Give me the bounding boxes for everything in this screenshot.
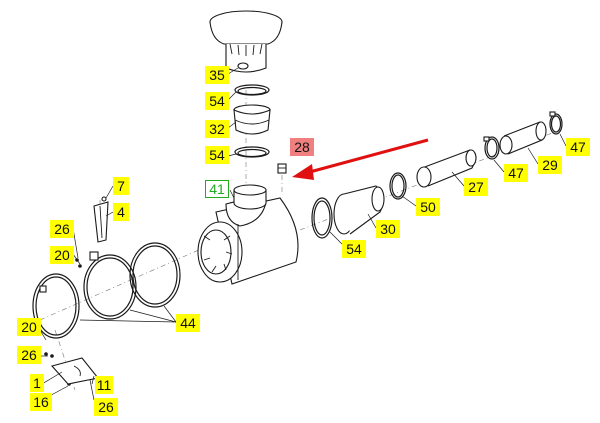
callout-7: 7 <box>113 177 129 195</box>
callout-35: 35 <box>205 66 229 84</box>
bracket-7-4-part <box>93 196 109 243</box>
callout-16: 16 <box>30 393 52 411</box>
intake-pipe-part <box>416 149 477 188</box>
callout-26-lower: 26 <box>94 398 118 416</box>
callout-29: 29 <box>538 156 562 174</box>
mounting-band-middle-part <box>83 251 137 320</box>
callout-26-upper: 26 <box>50 220 74 238</box>
hose-clamp-lower-part <box>234 146 270 158</box>
clamp-ring-50-part <box>389 172 407 200</box>
callout-54-outlet: 54 <box>342 240 366 258</box>
mounting-band-left-part <box>32 273 80 339</box>
callout-44: 44 <box>176 314 200 332</box>
callout-54-upper: 54 <box>205 92 229 110</box>
rain-cap-part <box>209 10 283 73</box>
hose-clamp-upper-part <box>234 84 270 96</box>
bracket-plate-part <box>50 357 99 385</box>
highlight-arrow <box>292 138 429 180</box>
callout-20-upper: 20 <box>50 246 74 264</box>
rubber-elbow-part <box>333 185 385 235</box>
callout-4: 4 <box>113 203 129 221</box>
hose-clamp-47-right-part <box>549 111 563 135</box>
assembly-axis-lines <box>39 90 561 391</box>
hose-29-part <box>499 121 547 155</box>
callout-30: 30 <box>376 220 400 238</box>
hose-clamp-47-middle-part <box>483 136 500 160</box>
callout-50: 50 <box>416 198 440 216</box>
callout-47-middle: 47 <box>504 164 528 182</box>
callout-41: 41 <box>205 180 229 198</box>
callout-26-middle: 26 <box>17 346 41 364</box>
callout-27: 27 <box>464 178 488 196</box>
callout-47-right: 47 <box>566 138 590 156</box>
callout-32: 32 <box>205 120 229 138</box>
callout-11: 11 <box>95 376 113 394</box>
mounting-band-large-part <box>129 242 181 308</box>
callout-54-lower: 54 <box>205 146 229 164</box>
air-filter-housing-part <box>197 184 299 285</box>
callout-28: 28 <box>290 138 314 156</box>
connecting-sleeve-part <box>233 104 271 135</box>
service-indicator-fitting-part <box>277 163 287 174</box>
callout-20-lower: 20 <box>17 318 41 336</box>
callout-1: 1 <box>30 374 44 392</box>
callout-leader-lines <box>39 67 567 401</box>
outlet-clamp-ring-part <box>311 197 333 239</box>
